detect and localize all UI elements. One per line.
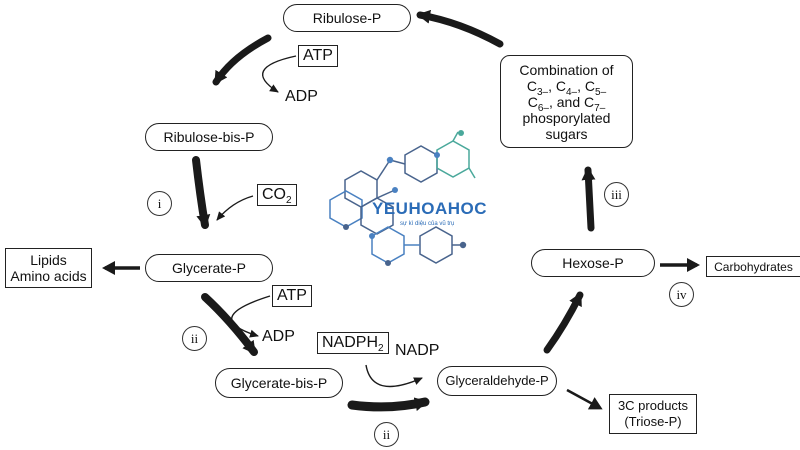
arrow-glycerate-to-glycerate-bis: [201, 293, 258, 356]
arrow-glyceraldehyde-to-hexose: [543, 291, 584, 354]
adp-top-label: ADP: [285, 88, 318, 105]
step-ii-bottom: ii: [374, 422, 399, 447]
watermark-logo-text: YEUHOAHOC: [372, 199, 488, 218]
arrow-combination-to-ribulose: [416, 9, 504, 48]
products-line1: 3C products: [617, 398, 689, 413]
combination-formula-1: C3–, C4–, C5–: [526, 77, 607, 98]
node-ribulose-p: Ribulose-P: [283, 4, 411, 32]
amino-acids-label: Amino acids: [10, 268, 87, 284]
cycle-arrows: [192, 9, 596, 412]
combination-line2: phosporylated: [522, 109, 611, 126]
arrow-to-3c-products: [566, 388, 603, 410]
node-combination: Combination of C3–, C4–, C5– C6–, and C7…: [500, 55, 633, 148]
arrow-glycerate-bis-to-glyceraldehyde: [347, 397, 430, 412]
node-3c-products: 3C products (Triose-P): [609, 394, 697, 434]
co2-box: CO2: [257, 184, 297, 206]
adp-mid-label: ADP: [262, 328, 295, 345]
node-glyceraldehyde-p: Glyceraldehyde-P: [437, 366, 557, 396]
step-iii: iii: [604, 182, 629, 207]
step-ii-left: ii: [182, 326, 207, 351]
node-lipids-amino-acids: Lipids Amino acids: [5, 248, 92, 288]
atp-mid-box: ATP: [272, 285, 312, 307]
watermark-molecule: [329, 130, 476, 266]
arrow-atp-adp-mid: [231, 295, 271, 338]
cofactor-arrows: [216, 55, 423, 388]
output-arrows: [102, 258, 700, 410]
node-ribulose-bis-p: Ribulose-bis-P: [145, 123, 273, 151]
nadp-label: NADP: [395, 342, 440, 359]
atp-top-box: ATP: [298, 45, 338, 67]
step-i: i: [147, 191, 172, 216]
arrow-nadph-nadp: [365, 364, 423, 388]
products-line2: (Triose-P): [624, 414, 682, 429]
arrow-co2-in: [216, 195, 254, 221]
node-hexose-p: Hexose-P: [531, 249, 655, 277]
node-glycerate-bis-p: Glycerate-bis-P: [215, 368, 343, 398]
arrow-hexose-to-combination: [581, 166, 596, 232]
arrow-ribulose-to-ribulose-bis: [212, 34, 272, 86]
combination-line1: Combination of: [519, 61, 614, 78]
step-iv: iv: [669, 282, 694, 307]
node-glycerate-p: Glycerate-P: [145, 254, 273, 282]
lipids-label: Lipids: [30, 252, 67, 268]
combination-line3: sugars: [545, 125, 588, 142]
watermark-tagline: sự kì diệu của vũ trụ: [400, 221, 455, 227]
node-carbohydrates: Carbohydrates: [706, 256, 800, 277]
combination-formula-2: C6–, and C7–: [527, 93, 606, 114]
arrow-ribulose-bis-to-glycerate: [192, 156, 211, 229]
arrow-atp-adp-top: [261, 55, 297, 93]
nadph-box: NADPH2: [317, 332, 389, 354]
